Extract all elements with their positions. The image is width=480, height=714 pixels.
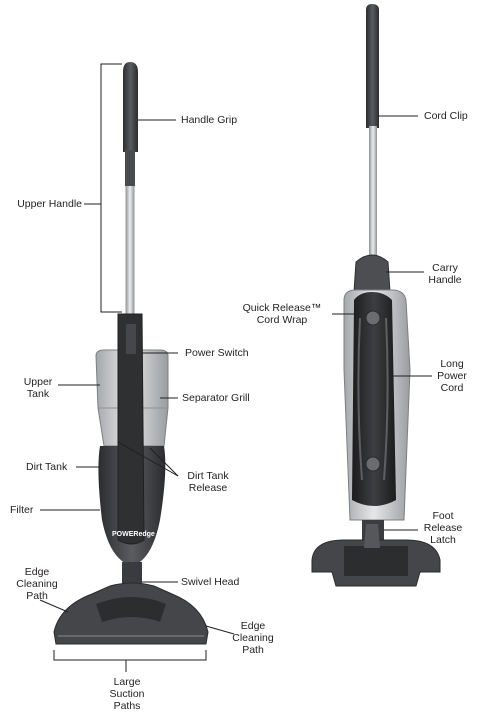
back-view-vacuum bbox=[311, 4, 441, 587]
upper-handle-bracket bbox=[100, 63, 122, 313]
label-edge-cleaning-path-right: Edge Cleaning Path bbox=[232, 620, 274, 656]
label-large-suction-paths: Large Suction Paths bbox=[109, 676, 145, 712]
label-filter: Filter bbox=[10, 504, 34, 516]
brand-logo: POWERedge bbox=[112, 531, 155, 538]
label-quick-release-cord-wrap: Quick Release™ Cord Wrap bbox=[242, 302, 322, 326]
label-dirt-tank: Dirt Tank bbox=[26, 461, 68, 473]
label-upper-tank: Upper Tank bbox=[23, 376, 53, 400]
label-edge-cleaning-path-left: Edge Cleaning Path bbox=[16, 566, 58, 602]
label-handle-grip: Handle Grip bbox=[181, 114, 238, 126]
label-swivel-head: Swivel Head bbox=[181, 576, 240, 588]
label-long-power-cord: Long Power Cord bbox=[437, 358, 467, 394]
handle-grip-part bbox=[123, 62, 138, 152]
foot-release-latch-part bbox=[364, 524, 380, 548]
label-foot-release-latch: Foot Release Latch bbox=[423, 510, 463, 546]
upper-handle-part bbox=[125, 186, 135, 314]
cord-wrap-top-hook bbox=[365, 310, 381, 326]
label-cord-clip: Cord Clip bbox=[424, 110, 468, 122]
center-column-part bbox=[117, 313, 145, 545]
label-upper-handle: Upper Handle bbox=[17, 198, 82, 210]
leader-lines bbox=[39, 63, 432, 672]
label-separator-grill: Separator Grill bbox=[182, 392, 250, 404]
swivel-neck-part bbox=[122, 562, 142, 584]
label-dirt-tank-release: Dirt Tank Release bbox=[187, 470, 229, 494]
top-handle-part bbox=[366, 4, 379, 128]
carry-handle-part bbox=[353, 254, 391, 293]
label-power-switch: Power Switch bbox=[185, 347, 249, 359]
label-carry-handle: Carry Handle bbox=[428, 262, 462, 286]
cord-wrap-bottom-hook bbox=[365, 456, 381, 472]
front-view-vacuum bbox=[53, 62, 209, 645]
